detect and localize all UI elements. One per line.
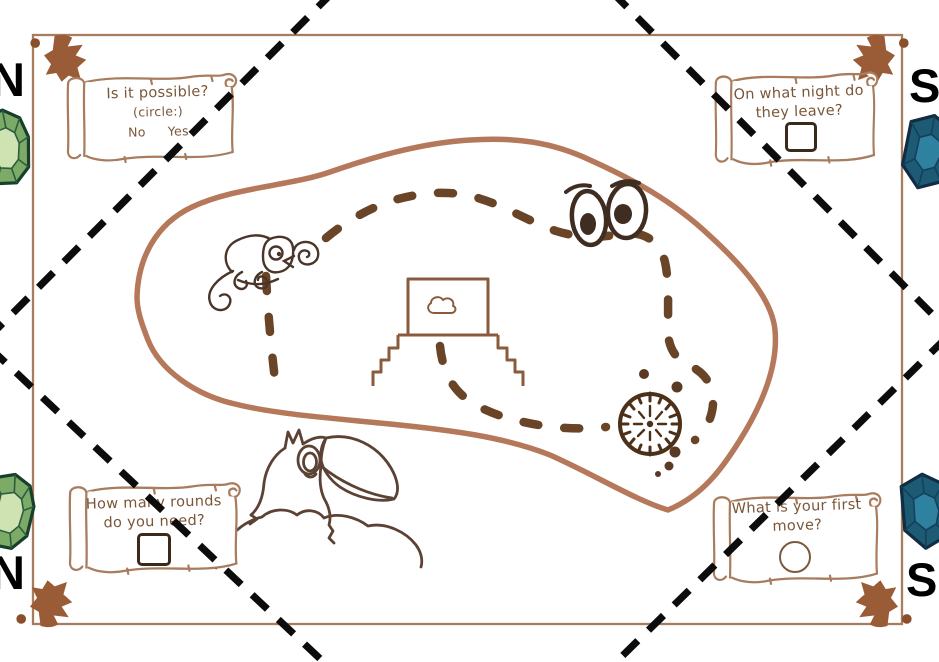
edge-label-south-top: S <box>909 59 939 112</box>
option-no[interactable]: No <box>127 124 146 140</box>
emerald-gem-icon <box>0 470 39 552</box>
question-bottom-left: How many rounds do you need? <box>86 492 223 533</box>
question-bottom-right: What is your first move? <box>730 496 863 538</box>
sapphire-gem-icon <box>897 109 939 195</box>
question-top-right: On what night do they leave? <box>732 82 865 124</box>
emerald-gem-icon <box>0 105 37 189</box>
toucan-icon <box>214 428 424 570</box>
question-line: do you need? <box>103 512 206 532</box>
edge-label-north-bottom: N <box>0 546 25 599</box>
answer-circle-first-move[interactable] <box>779 541 811 573</box>
option-yes[interactable]: Yes <box>167 123 190 139</box>
cloud-icon <box>427 296 457 314</box>
answer-box-rounds[interactable] <box>137 533 171 566</box>
edge-label-north-top: N <box>0 53 25 106</box>
question-line: Is it possible? <box>106 83 209 103</box>
stepped-temple-icon <box>371 277 525 386</box>
sun-dial-icon <box>618 391 682 457</box>
corner-leaf-icon <box>30 34 87 82</box>
question-line: (circle:) <box>132 103 184 120</box>
question-top-left: Is it possible? (circle:) No Yes <box>91 82 224 142</box>
corner-leaf-icon <box>855 580 912 628</box>
edge-label-south-bottom: S <box>906 553 938 606</box>
answer-options: No Yes <box>92 122 224 142</box>
answer-box-night[interactable] <box>785 122 817 152</box>
sapphire-gem-icon <box>897 469 939 552</box>
